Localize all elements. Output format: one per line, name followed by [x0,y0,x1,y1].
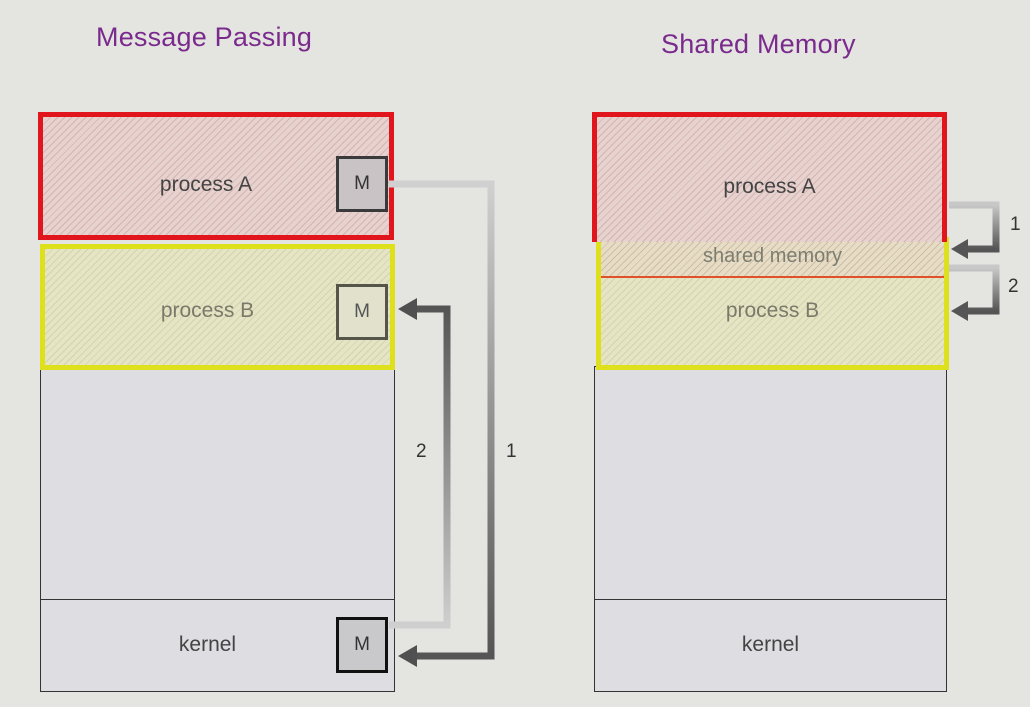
kernel-label-right: kernel [741,633,800,656]
process-a-label-right: process A [723,175,816,198]
process-a-label: process A [159,173,253,196]
shared-memory-title: Shared Memory [661,29,856,59]
arrow-1-long [389,180,495,667]
kernel-label: kernel [178,633,237,656]
arrow-1-right [949,201,1000,259]
message-passing-title: Message Passing [96,22,313,52]
kernel-region: kernel [40,599,395,692]
arrow-2-short [389,298,451,629]
shared-memory-region: shared memory [601,242,944,278]
process-a-region: process A [38,112,394,240]
arrow-2-label-right: 2 [1008,276,1019,297]
process-b-region: process B [40,244,395,370]
free-memory-region [40,366,395,601]
process-b-label-right: process B [725,299,820,322]
shared-memory-label: shared memory [703,245,842,267]
arrow-1-label: 1 [506,441,517,462]
kernel-region-right: kernel [594,599,947,692]
message-box-process-b: M [336,284,388,340]
process-a-region-right: process A [592,112,947,242]
arrow-2-label: 2 [416,441,427,462]
arrow-2-right [949,264,1000,321]
message-box-kernel: M [336,617,388,673]
message-box-process-a: M [336,156,388,212]
process-b-label: process B [160,299,255,322]
arrow-1-label-right: 1 [1010,214,1021,235]
